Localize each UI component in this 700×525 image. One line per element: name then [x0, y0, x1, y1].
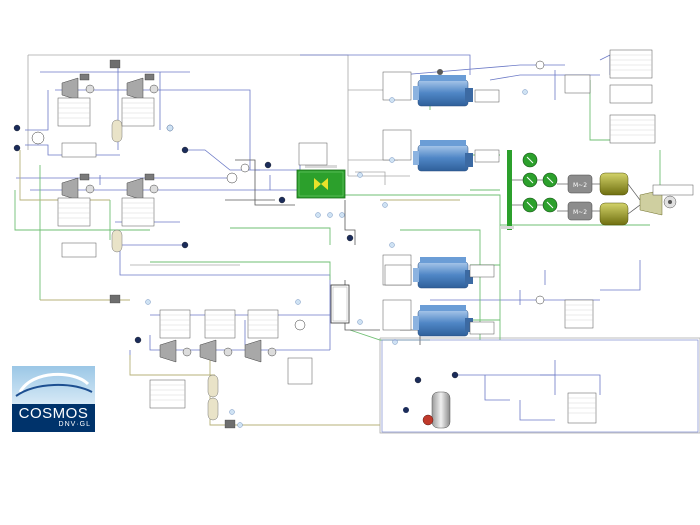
engine-tables	[382, 71, 500, 335]
pumps[interactable]	[13, 124, 459, 384]
small-motors	[109, 59, 236, 429]
table-rows	[58, 54, 655, 414]
generator-pipes	[512, 179, 641, 215]
engine-1[interactable]	[413, 69, 473, 107]
coolers[interactable]	[111, 119, 219, 421]
busbar-label	[500, 226, 514, 229]
busbar[interactable]	[507, 150, 512, 230]
motor-1-label: M~2	[573, 182, 587, 189]
logo-sky	[12, 366, 95, 404]
logo-title: COSMOS	[18, 405, 89, 422]
logo-subtitle: DNV·GL	[58, 421, 91, 428]
boiler-vessel[interactable]	[403, 391, 451, 429]
motor-2[interactable]: M~2	[567, 201, 593, 221]
data-tables	[57, 49, 694, 424]
sensor-markers	[145, 89, 528, 428]
engine-3[interactable]	[413, 257, 473, 289]
logo-band	[12, 404, 95, 432]
turbine-wheels	[85, 84, 277, 357]
heat-exchanger-label	[305, 165, 337, 168]
pipes-green	[14, 75, 661, 341]
cosmos-logo: COSMOS DNV·GL	[12, 366, 95, 432]
logo-swoosh-icon	[15, 372, 93, 397]
generator-1[interactable]	[599, 172, 629, 196]
motor-icons-small	[79, 73, 155, 181]
motor-1[interactable]: M~2	[567, 174, 593, 194]
switch-symbols	[526, 156, 554, 209]
engine-2[interactable]	[413, 140, 473, 172]
switch-circles[interactable]	[522, 152, 558, 213]
compressors[interactable]	[61, 77, 262, 363]
engine-4[interactable]	[413, 305, 473, 337]
heat-exchanger[interactable]	[296, 169, 346, 199]
generator-2[interactable]	[599, 202, 629, 226]
boiler-system-boundary	[381, 339, 699, 433]
separator-tank[interactable]	[330, 284, 350, 324]
motor-2-label: M~2	[573, 209, 587, 216]
